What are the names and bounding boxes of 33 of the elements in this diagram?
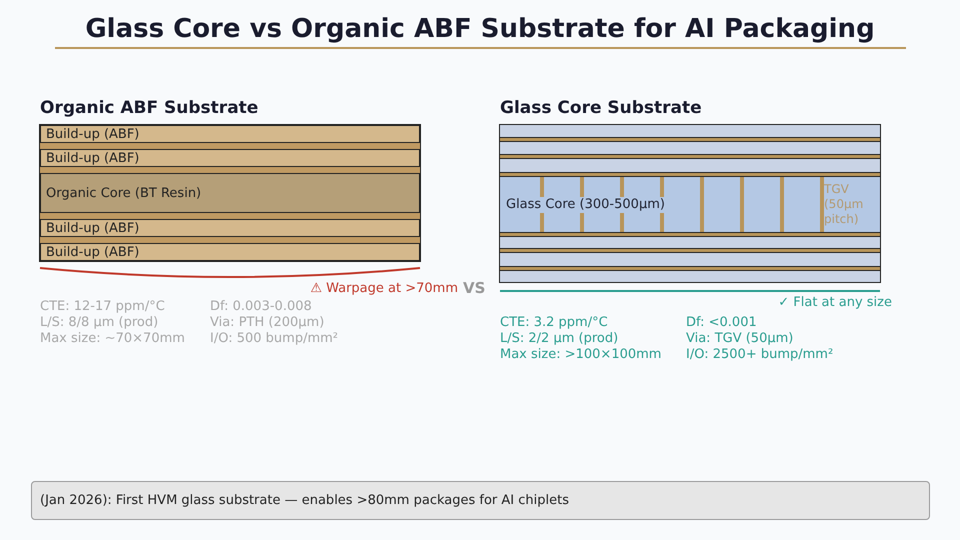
buildup-layer — [40, 149, 420, 167]
spec-text: I/O: 500 bump/mm² — [210, 331, 338, 347]
status-label: ✓ Flat at any size — [778, 295, 892, 311]
glass-core-layer — [500, 177, 880, 232]
spec-text: L/S: 8/8 µm (prod) — [40, 315, 158, 331]
title: Glass Core vs Organic ABF Substrate for AI Packaging — [85, 13, 875, 45]
spec-text: I/O: 2500+ bump/mm² — [686, 347, 834, 363]
spec-text: CTE: 12-17 ppm/°C — [40, 299, 165, 315]
buildup-layer — [40, 219, 420, 237]
note-box — [31, 481, 930, 520]
spec-text: L/S: 2/2 µm (prod) — [500, 331, 618, 347]
layer-label: Build-up (ABF) — [46, 151, 140, 167]
core-layer — [40, 173, 420, 213]
buildup-layer — [40, 125, 420, 143]
layer-label: Build-up (ABF) — [46, 245, 140, 261]
layer-label: Organic Core (BT Resin) — [46, 186, 202, 202]
vs-label: VS — [463, 280, 486, 296]
layer-label: Build-up (ABF) — [46, 127, 140, 143]
spec-text: Df: <0.001 — [686, 315, 757, 331]
warning-label: ⚠ Warpage at >70mm — [310, 281, 458, 297]
layer-label: Glass Core (300-500µm) — [504, 196, 667, 212]
section-heading: Organic ABF Substrate — [40, 98, 258, 118]
note-text: (Jan 2026): First HVM glass substrate — enables >80mm packages for AI chiplets — [40, 492, 569, 508]
spec-text: CTE: 3.2 ppm/°C — [500, 315, 608, 331]
spec-text: Max size: ~70×70mm — [40, 331, 185, 347]
spec-text: Max size: >100×100mm — [500, 347, 662, 363]
buildup-layer — [40, 243, 420, 261]
spec-text: Via: PTH (200µm) — [210, 315, 324, 331]
layer-label: Build-up (ABF) — [46, 221, 140, 237]
via-label: TGV (50µm pitch) — [824, 182, 864, 227]
section-heading: Glass Core Substrate — [500, 98, 702, 118]
spec-text: Df: 0.003-0.008 — [210, 299, 312, 315]
spec-text: Via: TGV (50µm) — [686, 331, 794, 347]
